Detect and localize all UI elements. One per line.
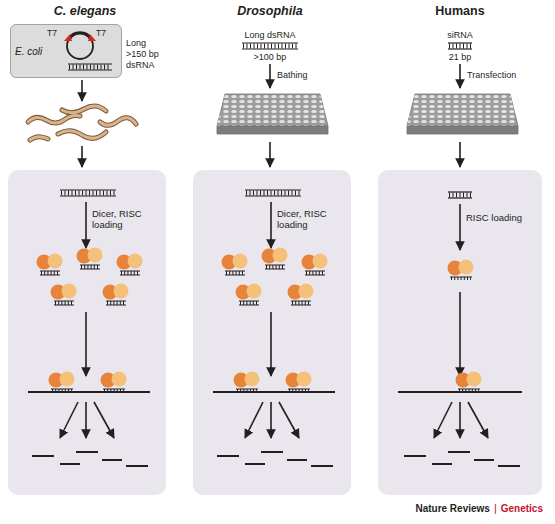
arrow [434, 402, 452, 438]
fragment [474, 459, 494, 461]
c-elegans-column [28, 33, 150, 466]
t7-promoter [64, 34, 72, 41]
arrow [459, 402, 461, 438]
fragment [432, 463, 452, 465]
journal-footer: Nature Reviews | Genetics [415, 502, 543, 515]
promoter-label: T7 [96, 28, 116, 38]
insert [69, 33, 92, 40]
arrow [459, 142, 461, 167]
column-heading: C. elegans [35, 4, 135, 19]
arrow [81, 80, 83, 101]
separator: | [494, 502, 497, 515]
step-label: RISC loading [466, 212, 538, 223]
c-elegans-column [28, 106, 136, 140]
method-label: Transfection [467, 70, 537, 81]
arrow [269, 142, 271, 167]
drosophila-column [213, 190, 335, 466]
journal-name: Nature Reviews [415, 503, 489, 515]
column-heading: Drosophila [220, 4, 320, 19]
c-elegans-column [28, 190, 150, 466]
rna-label: siRNA 21 bp [443, 24, 477, 68]
arrow [81, 146, 83, 167]
arrow [459, 64, 461, 88]
humans-column [398, 43, 522, 466]
column-heading: Humans [410, 4, 510, 19]
humans-column [448, 43, 472, 49]
rna-label: Long dsRNA >100 bp [240, 24, 300, 68]
plasmid [67, 33, 93, 59]
drosophila-column [213, 43, 335, 466]
arrow [468, 402, 488, 438]
arrow [459, 292, 461, 376]
c-elegans-column [68, 64, 112, 70]
fragment [404, 455, 426, 457]
method-label: Bathing [277, 70, 337, 81]
step-label: Dicer, RISC loading [92, 208, 156, 231]
humans-column [448, 192, 472, 198]
fragment [448, 451, 470, 453]
drosophila-column [242, 43, 298, 49]
humans-column [448, 260, 474, 279]
humans-column [456, 372, 482, 391]
drosophila-column [217, 94, 328, 134]
cell-box: Dicer, RISC loading [8, 170, 166, 495]
rna-label: Long >150 bp dsRNA [126, 38, 162, 71]
humans-column [407, 94, 518, 134]
c-elegans-column [28, 106, 136, 140]
step-label: Dicer, RISC loading [277, 208, 341, 231]
arrow [269, 64, 271, 88]
t7-promoter [88, 34, 96, 41]
organism-label: E. coli [15, 46, 55, 58]
arrow [459, 204, 461, 250]
fragment [498, 465, 520, 467]
cell-box: Dicer, RISC loading [193, 170, 351, 495]
journal-section: Genetics [501, 503, 543, 515]
promoter-label: T7 [47, 28, 67, 38]
